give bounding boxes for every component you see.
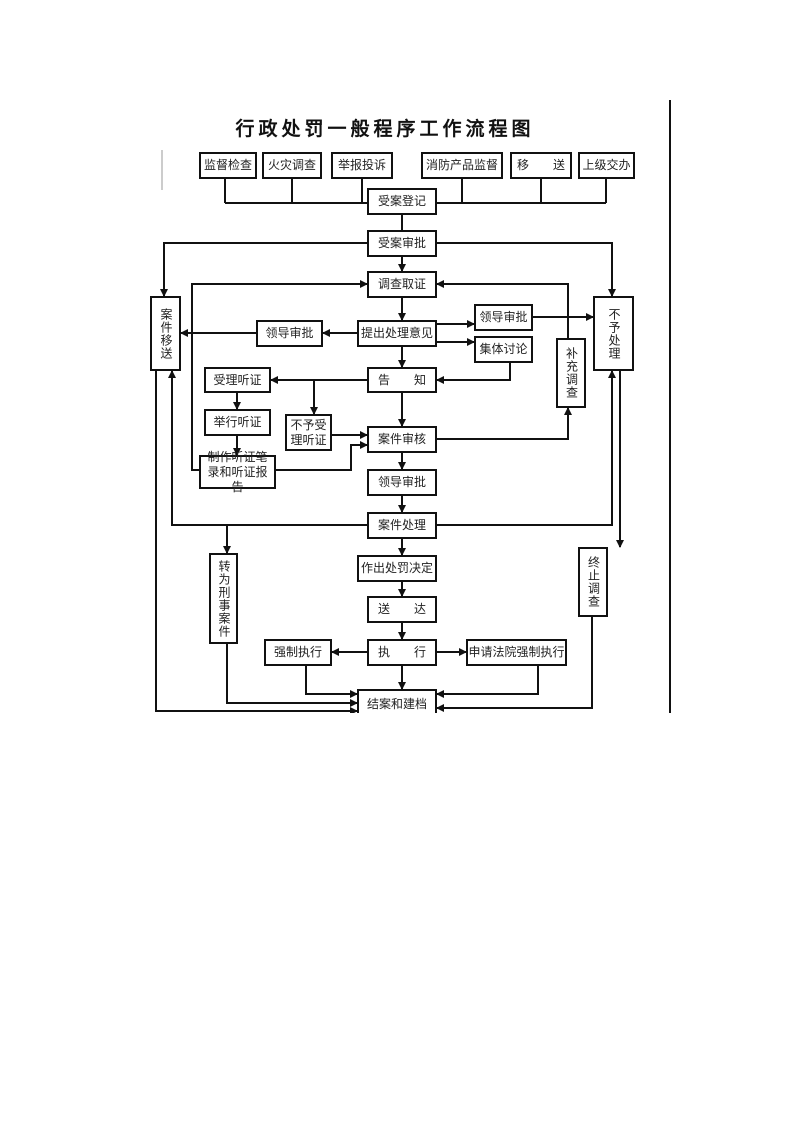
flow-arrow bbox=[436, 280, 569, 338]
source-fire-product-supervision: 消防产品监督 bbox=[421, 152, 503, 179]
source-fire-investigation: 火灾调查 bbox=[262, 152, 322, 179]
node-leader-approval-left: 领导审批 bbox=[256, 320, 323, 347]
flow-arrow bbox=[436, 666, 539, 698]
node-hold-hearing: 举行听证 bbox=[204, 409, 271, 436]
flow-arrow bbox=[436, 363, 511, 384]
connector-layer bbox=[155, 100, 671, 713]
flow-arrow bbox=[305, 666, 358, 698]
node-propose-opinion: 提出处理意见 bbox=[357, 320, 437, 347]
node-investigate: 调查取证 bbox=[367, 271, 437, 298]
flow-arrow bbox=[437, 407, 572, 440]
node-criminal-transfer: 转为刑事案件 bbox=[209, 553, 238, 644]
flow-arrow bbox=[437, 370, 616, 526]
node-penalty-decision: 作出处罚决定 bbox=[357, 555, 437, 582]
flow-arrow bbox=[191, 280, 368, 471]
node-case-handling: 案件处理 bbox=[367, 512, 437, 539]
node-notify: 告 知 bbox=[367, 367, 437, 393]
node-accept-approval: 受案审批 bbox=[367, 230, 437, 257]
source-supervision-inspection: 监督检查 bbox=[199, 152, 257, 179]
node-case-review: 案件审核 bbox=[367, 426, 437, 453]
node-leader-approval-right: 领导审批 bbox=[474, 304, 533, 331]
page-title: 行政处罚一般程序工作流程图 bbox=[235, 118, 535, 140]
node-supplementary-investigation: 补充调查 bbox=[556, 338, 586, 408]
flow-arrow bbox=[168, 370, 367, 526]
flowchart-image: 行政处罚一般程序工作流程图 监督检查 火灾调查 举报投诉 消防产品监督 移 送 … bbox=[150, 100, 671, 713]
node-forced-execution: 强制执行 bbox=[264, 639, 332, 666]
node-court-enforcement: 申请法院强制执行 bbox=[466, 639, 567, 666]
source-transfer: 移 送 bbox=[510, 152, 572, 179]
source-superior-assignment: 上级交办 bbox=[578, 152, 635, 179]
node-group-discussion: 集体讨论 bbox=[474, 336, 533, 363]
node-case-transfer: 案件移送 bbox=[150, 296, 181, 371]
node-hearing-record: 制作听证笔录和听证报告 bbox=[199, 450, 276, 494]
node-accept-hearing: 受理听证 bbox=[204, 367, 271, 393]
flow-arrow bbox=[437, 242, 616, 297]
flow-arrow bbox=[436, 617, 593, 712]
flow-arrow bbox=[276, 441, 368, 471]
node-leader-approval-mid: 领导审批 bbox=[367, 469, 437, 496]
node-register: 受案登记 bbox=[367, 188, 437, 215]
flow-arrow bbox=[226, 644, 358, 707]
node-no-action: 不予处理 bbox=[593, 296, 634, 371]
node-reject-hearing: 不予受理听证 bbox=[285, 414, 332, 451]
flow-arrow bbox=[155, 371, 358, 713]
flow-arrow bbox=[160, 242, 367, 297]
node-terminate-investigation: 终止调查 bbox=[578, 547, 608, 617]
node-close-archive: 结案和建档 bbox=[357, 689, 437, 713]
node-execute: 执 行 bbox=[367, 639, 437, 666]
source-report-complaint: 举报投诉 bbox=[331, 152, 393, 179]
node-deliver: 送 达 bbox=[367, 596, 437, 623]
